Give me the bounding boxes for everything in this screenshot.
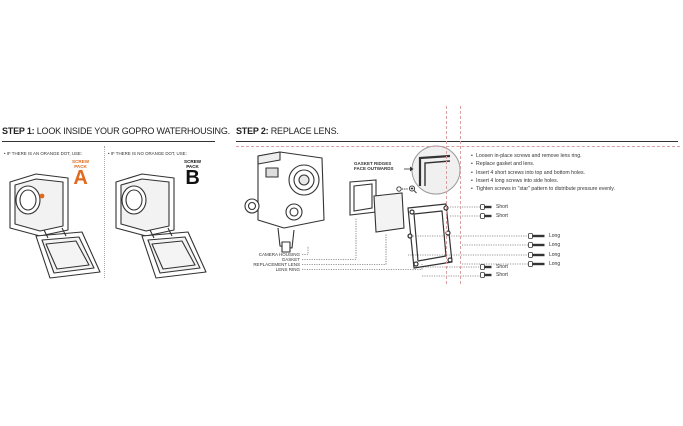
step2-heading: STEP 2: REPLACE LENS. bbox=[236, 126, 678, 142]
camera-housing-illustration bbox=[244, 151, 325, 253]
instruction-item-2: •Replace gasket and lens. bbox=[471, 161, 535, 168]
screw-label-1: Short bbox=[496, 204, 508, 210]
screw-pack-a-badge: SCREW PACK A bbox=[72, 159, 89, 188]
screw-short-1: Short bbox=[480, 204, 508, 210]
step1-divider bbox=[104, 146, 105, 278]
pack-b-line1: SCREW bbox=[184, 159, 202, 164]
part-label-lens-ring: LENS RING bbox=[275, 267, 300, 272]
screw-label-8: Short bbox=[496, 272, 508, 278]
gasket-note-line1: GASKET RIDGES bbox=[354, 161, 392, 166]
pack-b-letter: B bbox=[185, 167, 200, 189]
housing-open-a-illustration bbox=[9, 173, 101, 279]
housing-open-b-illustration bbox=[115, 173, 207, 279]
screw-label-7: Short bbox=[496, 264, 508, 270]
zoom-in-icon bbox=[396, 185, 417, 194]
trim-guide-vertical-2 bbox=[460, 106, 461, 284]
screw-label-3: Long bbox=[549, 233, 561, 239]
screw-long-4: Long bbox=[528, 261, 560, 267]
screw-label-2: Short bbox=[496, 213, 508, 219]
part-leader-lines bbox=[302, 218, 423, 270]
pack-a-line2: PACK bbox=[74, 164, 87, 169]
gasket-note-line2: FACE OUTWARDS bbox=[354, 166, 394, 171]
part-label-camera-housing: CAMERA HOUSING bbox=[258, 252, 300, 257]
part-labels: CAMERA HOUSING GASKET REPLACEMENT LENS L… bbox=[248, 252, 300, 272]
screw-label-6: Long bbox=[549, 261, 561, 267]
step2-heading-bold: STEP 2: bbox=[236, 126, 269, 136]
trim-guide-vertical-1 bbox=[446, 106, 447, 284]
part-label-replacement-lens: REPLACEMENT LENS bbox=[253, 262, 300, 267]
screw-long-3: Long bbox=[528, 252, 560, 258]
instruction-item-5: •Tighten screws in "star" pattern to dis… bbox=[471, 186, 615, 193]
case-b-condition: • IF THERE IS NO ORANGE DOT, USE: bbox=[108, 151, 187, 156]
step2-panel: STEP 2: REPLACE LENS. bbox=[236, 126, 678, 278]
gasket-note-arrow bbox=[404, 166, 414, 172]
long-screw-icon bbox=[528, 233, 545, 239]
long-screw-icon bbox=[528, 261, 545, 267]
pack-a-line1: SCREW bbox=[72, 159, 90, 164]
screw-label-4: Long bbox=[549, 242, 561, 248]
step1-panel: STEP 1: LOOK INSIDE YOUR GOPRO WATERHOUS… bbox=[2, 126, 230, 279]
instruction-item-1: •Loosen in-place screws and remove lens … bbox=[471, 153, 582, 159]
screw-short-4: Short bbox=[480, 272, 508, 278]
trim-guide-horizontal bbox=[236, 146, 680, 147]
step1-heading: STEP 1: LOOK INSIDE YOUR GOPRO WATERHOUS… bbox=[2, 126, 230, 142]
screw-long-1: Long bbox=[528, 233, 560, 239]
instruction-text-3: Insert 4 short screws into top and botto… bbox=[476, 169, 585, 176]
pack-a-letter: A bbox=[73, 167, 88, 189]
screw-label-5: Long bbox=[549, 252, 561, 258]
instruction-text-2: Replace gasket and lens. bbox=[476, 161, 535, 168]
screw-long-2: Long bbox=[528, 242, 560, 248]
screw-pack-b-badge: SCREW PACK B bbox=[184, 159, 201, 188]
step1-heading-text: LOOK INSIDE YOUR GOPRO WATERHOUSING. bbox=[34, 126, 230, 136]
case-a-condition: • IF THERE IS AN ORANGE DOT, USE: bbox=[4, 151, 83, 156]
instruction-item-4: •Insert 4 long screws into side holes. bbox=[471, 177, 559, 184]
step2-heading-text: REPLACE LENS. bbox=[268, 126, 339, 136]
part-label-gasket: GASKET bbox=[281, 257, 300, 262]
step1-heading-bold: STEP 1: bbox=[2, 126, 35, 136]
instruction-text-1: Loosen in-place screws and remove lens r… bbox=[476, 153, 582, 159]
instruction-item-3: •Insert 4 short screws into top and bott… bbox=[471, 169, 585, 176]
short-screw-icon bbox=[480, 264, 492, 270]
instruction-text-4: Insert 4 long screws into side holes. bbox=[476, 177, 559, 184]
instruction-text-5: Tighten screws in "star" pattern to dist… bbox=[476, 186, 615, 193]
long-screw-icon bbox=[528, 242, 545, 248]
screw-leader-lines bbox=[408, 206, 528, 277]
screw-short-3: Short bbox=[480, 264, 508, 270]
replacement-lens-illustration bbox=[373, 192, 405, 233]
long-screw-icon bbox=[528, 252, 545, 258]
short-screw-icon bbox=[480, 213, 492, 219]
short-screw-icon bbox=[480, 204, 492, 210]
orange-dot-marker bbox=[39, 193, 45, 199]
short-screw-icon bbox=[480, 272, 492, 278]
instruction-list: •Loosen in-place screws and remove lens … bbox=[471, 152, 677, 193]
pack-b-line2: PACK bbox=[186, 164, 199, 169]
gasket-ridges-note: GASKET RIDGES FACE OUTWARDS bbox=[354, 161, 394, 171]
screw-short-2: Short bbox=[480, 213, 508, 219]
